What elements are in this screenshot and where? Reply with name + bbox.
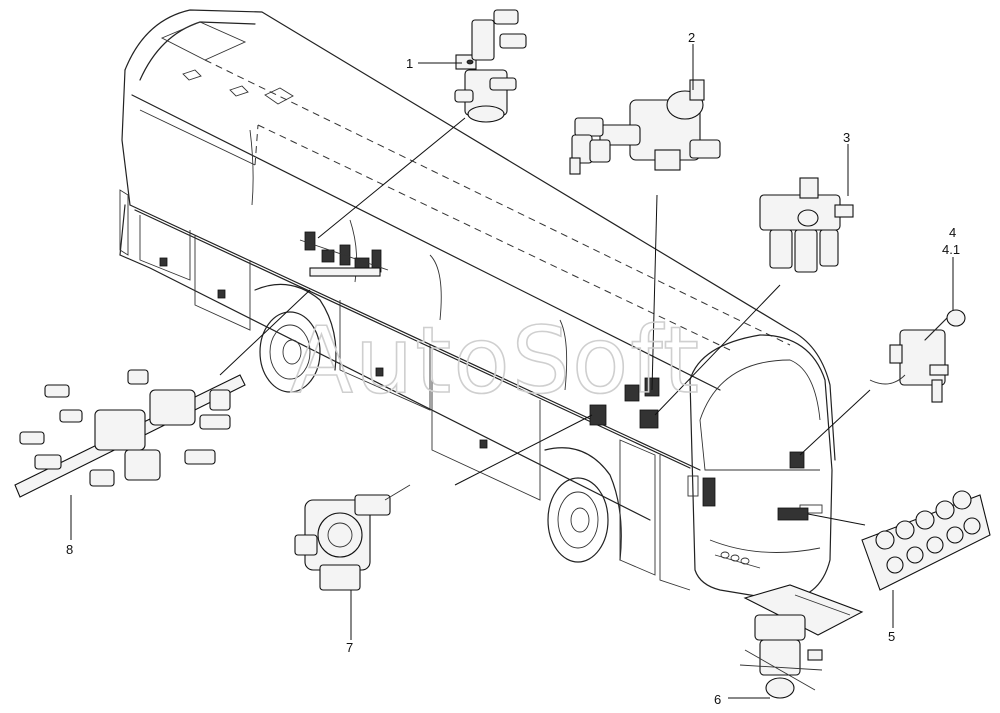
callout-1: 1 xyxy=(406,56,413,71)
watermark-text: AutoSoft xyxy=(290,307,701,414)
part-7-valve xyxy=(294,484,411,591)
part-1-valve xyxy=(454,9,527,123)
valve-cluster-mid xyxy=(299,231,389,277)
callout-4-1: 4.1 xyxy=(942,242,960,257)
part-3-valve xyxy=(759,177,854,273)
part-4-lever-valve xyxy=(869,309,966,403)
part-2-valve xyxy=(569,79,721,175)
callout-8: 8 xyxy=(66,542,73,557)
leader-lines xyxy=(70,44,954,699)
part-5-connector-panel xyxy=(861,490,991,591)
part-6-pedal-valve xyxy=(739,584,864,699)
valve-cluster-front xyxy=(589,377,809,521)
callout-2: 2 xyxy=(688,30,695,45)
callout-4: 4 xyxy=(949,225,956,240)
bus-outline xyxy=(119,9,836,601)
callout-3: 3 xyxy=(843,130,850,145)
callout-6: 6 xyxy=(714,692,721,707)
callout-5: 5 xyxy=(888,629,895,644)
callout-7: 7 xyxy=(346,640,353,655)
part-8-valve-assembly xyxy=(14,369,246,498)
